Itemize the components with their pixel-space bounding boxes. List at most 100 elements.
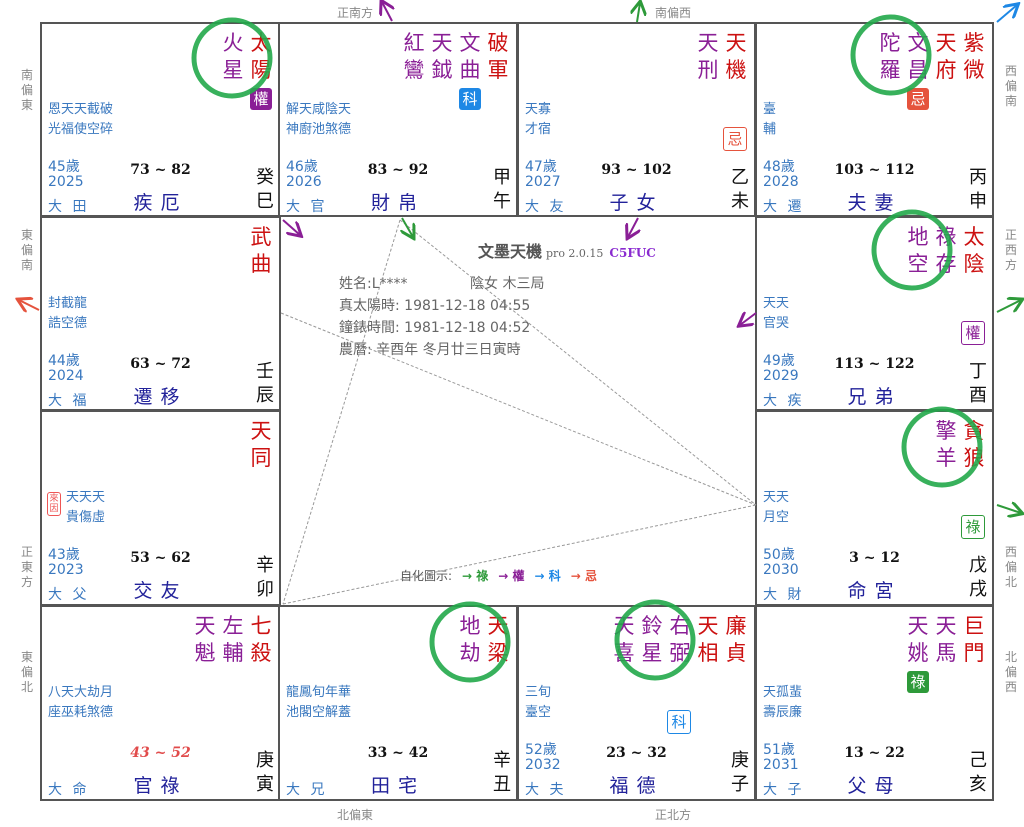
major-star[interactable]: 破軍 bbox=[486, 30, 510, 84]
decade-palace: 大 夫 bbox=[525, 782, 567, 798]
major-star[interactable]: 太陰 bbox=[962, 224, 986, 278]
palace-name[interactable]: 子女 bbox=[609, 192, 664, 214]
minor-star[interactable]: 天姚 bbox=[906, 613, 930, 667]
clock-time: 鐘錶時間: 1981-12-18 04:52 bbox=[339, 320, 531, 336]
major-star[interactable]: 貪狼 bbox=[962, 418, 986, 472]
minor-star[interactable]: 文昌 bbox=[906, 30, 930, 84]
minor-star[interactable]: 天刑 bbox=[696, 30, 720, 84]
minor-star[interactable]: 文曲 bbox=[458, 30, 482, 84]
minor-star[interactable]: 天魁 bbox=[193, 613, 217, 667]
palace-name[interactable]: 父母 bbox=[847, 775, 902, 797]
major-star[interactable]: 天府 bbox=[934, 30, 958, 84]
star-char: 殺 bbox=[250, 641, 272, 665]
star-char: 梁 bbox=[487, 641, 509, 665]
minor-star[interactable]: 天喜 bbox=[612, 613, 636, 667]
palace-name[interactable]: 疾厄 bbox=[133, 192, 188, 214]
major-star[interactable]: 巨門 bbox=[962, 613, 986, 667]
year: 2023 bbox=[48, 562, 84, 578]
major-star[interactable]: 七殺 bbox=[249, 613, 273, 667]
star-char: 廉 bbox=[725, 614, 747, 638]
major-star[interactable]: 太陽 bbox=[249, 30, 273, 84]
palace-name[interactable]: 官祿 bbox=[133, 775, 188, 797]
minor-star[interactable]: 左輔 bbox=[221, 613, 245, 667]
minor-star[interactable]: 地空 bbox=[906, 224, 930, 278]
palace-name[interactable]: 財帛 bbox=[370, 192, 425, 214]
palace-name[interactable]: 夫妻 bbox=[847, 192, 902, 214]
stem-branch: 辛丑 bbox=[492, 749, 512, 797]
star-char: 太 bbox=[250, 31, 272, 55]
app-version: pro 2.0.15 bbox=[546, 247, 604, 260]
misc-stars: 天孤蜚 壽辰廉 bbox=[763, 685, 803, 720]
misc-stars: 天天天 貴傷虛 bbox=[66, 490, 106, 525]
star-char: 門 bbox=[963, 641, 985, 665]
minor-star[interactable]: 擎羊 bbox=[934, 418, 958, 472]
star-group: 地空祿存太陰 bbox=[906, 224, 986, 278]
major-star[interactable]: 天機 bbox=[724, 30, 748, 84]
minor-star[interactable]: 右弼 bbox=[668, 613, 692, 667]
palace-name[interactable]: 福德 bbox=[609, 775, 664, 797]
mutagen-badge-lu: 祿 bbox=[907, 671, 929, 693]
minor-star[interactable]: 祿存 bbox=[934, 224, 958, 278]
decade-range: 53 ~ 62 bbox=[130, 550, 191, 566]
palace-name[interactable]: 交友 bbox=[133, 580, 188, 602]
palace-name[interactable]: 命宮 bbox=[847, 580, 902, 602]
star-char: 天 bbox=[697, 31, 719, 55]
minor-star[interactable]: 天馬 bbox=[934, 613, 958, 667]
major-star[interactable]: 天梁 bbox=[486, 613, 510, 667]
legend-item: → 權 bbox=[498, 569, 525, 583]
minor-star[interactable]: 紅鸞 bbox=[402, 30, 426, 84]
earthly-branch: 亥 bbox=[969, 774, 987, 795]
star-char: 輔 bbox=[222, 641, 244, 665]
minor-star[interactable]: 地劫 bbox=[458, 613, 482, 667]
minor-star[interactable]: 鈴星 bbox=[640, 613, 664, 667]
palace-name[interactable]: 遷移 bbox=[133, 386, 188, 408]
star-char: 陀 bbox=[879, 31, 901, 55]
heavenly-stem: 庚 bbox=[256, 750, 274, 771]
star-char: 文 bbox=[459, 31, 481, 55]
decade-range: 13 ~ 22 bbox=[844, 745, 905, 761]
minor-star[interactable]: 陀羅 bbox=[878, 30, 902, 84]
star-char: 天 bbox=[697, 614, 719, 638]
year: 2028 bbox=[763, 174, 799, 190]
star-char: 刑 bbox=[697, 58, 719, 82]
heavenly-stem: 庚 bbox=[731, 750, 749, 771]
major-star[interactable]: 武曲 bbox=[249, 224, 273, 278]
year: 2027 bbox=[525, 174, 561, 190]
heavenly-stem: 戊 bbox=[969, 555, 987, 576]
major-star[interactable]: 天相 bbox=[696, 613, 720, 667]
misc-stars: 恩天天截破 光福使空碎 bbox=[48, 102, 114, 137]
major-star[interactable]: 廉貞 bbox=[724, 613, 748, 667]
star-char: 太 bbox=[963, 225, 985, 249]
minor-star[interactable]: 天鉞 bbox=[430, 30, 454, 84]
star-char: 地 bbox=[907, 225, 929, 249]
earthly-branch: 酉 bbox=[969, 385, 987, 406]
heavenly-stem: 辛 bbox=[256, 555, 274, 576]
earthly-branch: 寅 bbox=[256, 774, 274, 795]
palace-name[interactable]: 兄弟 bbox=[847, 386, 902, 408]
star-char: 陽 bbox=[250, 58, 272, 82]
major-star[interactable]: 天同 bbox=[249, 418, 273, 472]
earthly-branch: 申 bbox=[969, 191, 987, 212]
major-star[interactable]: 紫微 bbox=[962, 30, 986, 84]
minor-star[interactable]: 火星 bbox=[221, 30, 245, 84]
star-group: 武曲 bbox=[249, 224, 273, 278]
arrow-icon bbox=[19, 300, 40, 310]
legend-item: → 科 bbox=[534, 569, 561, 583]
palace-name[interactable]: 田宅 bbox=[370, 775, 425, 797]
